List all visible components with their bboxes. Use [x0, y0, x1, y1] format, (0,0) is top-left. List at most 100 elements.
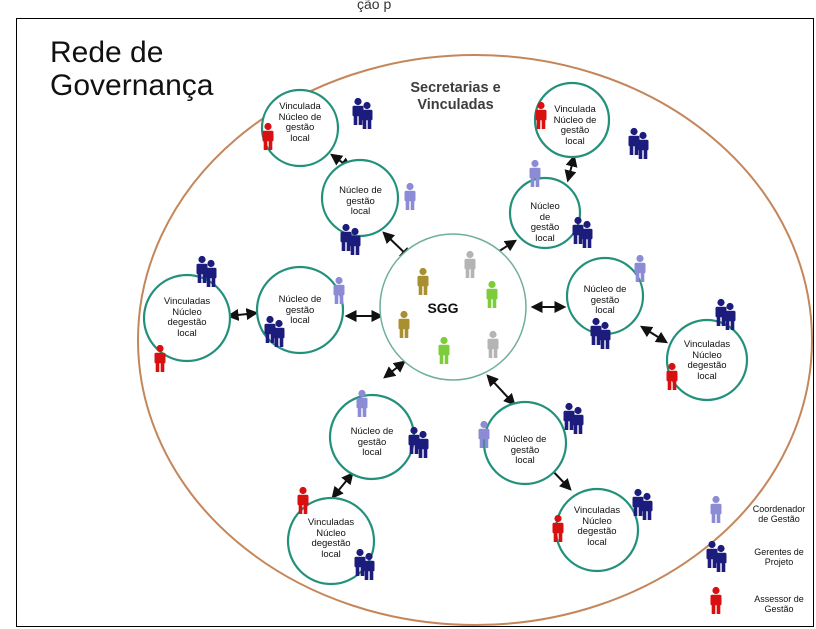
gerentes-icon	[564, 403, 584, 434]
page-top-fragment: ção p	[0, 0, 816, 18]
gerentes-icon	[633, 489, 653, 520]
page-top-text: ção p	[357, 0, 392, 12]
node-label-line: gestão	[357, 436, 387, 448]
node-label-line: Núcleo de	[553, 114, 597, 126]
node-label-line: Vinculada	[279, 101, 321, 112]
node-label-vinc-bottom-right: Vinculadas Núcleo degestão local	[562, 505, 632, 548]
coordenador-icon	[634, 254, 646, 282]
arrow	[226, 308, 259, 321]
node-label-line: Núcleo	[692, 349, 722, 361]
node-label-line: gestão	[560, 125, 590, 136]
node-label-line: Vinculadas	[163, 296, 211, 307]
node-label-line: degestão	[311, 538, 351, 549]
node-label-line: Núcleo	[530, 201, 560, 212]
node-label-nucleo-right: Núcleo de gestão local	[575, 284, 635, 317]
node-label-line: gestão	[510, 444, 540, 456]
legend-label-line: Projeto	[764, 557, 794, 567]
legend-gerentes-label: Gerentes de Projeto	[744, 547, 814, 567]
node-label-line: local	[350, 206, 371, 217]
diagram-title: Rede de Governança	[50, 36, 213, 102]
node-label-line: local	[565, 135, 585, 147]
diagram-frame	[16, 18, 814, 627]
legend-coordenador-label: Coordenador de Gestão	[744, 504, 814, 524]
legend-coordenador-icon	[710, 495, 722, 523]
node-label-vinc-top-right: Vinculada Núcleo de gestão local	[545, 104, 605, 147]
node-circle-vinc-top-left	[260, 88, 340, 168]
node-label-vinc-left: Vinculadas Núcleo degestão local	[152, 296, 222, 339]
node-label-line: Núcleo	[172, 306, 202, 318]
legend-label-line: de Gestão	[758, 514, 800, 524]
node-circle-vinc-bottom-left	[286, 496, 376, 586]
node-circle-nucleo-upper-left	[320, 158, 400, 238]
arrow	[331, 472, 354, 499]
arrow	[486, 374, 516, 406]
node-label-line: local	[177, 327, 197, 339]
node-label-line: local	[595, 305, 615, 316]
node-label-line: Núcleo de	[278, 111, 322, 123]
node-label-line: Núcleo de	[583, 284, 627, 295]
node-label-nucleo-left: Núcleo de gestão local	[270, 294, 330, 327]
gerentes-icon	[409, 427, 429, 458]
node-circle-vinc-right	[665, 318, 749, 402]
node-label-line: gestão	[530, 222, 560, 233]
node-label-line: gestão	[346, 195, 375, 207]
legend-label-line: Assessor de	[754, 594, 804, 604]
legend-assessor-icon	[710, 586, 722, 614]
legend-assessor-label: Assessor de Gestão	[744, 594, 814, 614]
legend-gerentes-icon	[707, 541, 727, 572]
arrow	[639, 325, 669, 344]
node-label-line: Núcleo de	[350, 426, 394, 437]
title-line-1: Rede de	[50, 36, 164, 69]
legend-icons	[707, 495, 727, 614]
node-label-line: local	[290, 132, 310, 144]
subtitle-line-1: Secretarias e	[410, 80, 501, 96]
node-label-line: local	[535, 232, 555, 244]
gerentes-icon	[629, 128, 649, 159]
legend-label-line: Gerentes de	[754, 547, 804, 557]
legend-label-line: Gestão	[764, 604, 794, 614]
node-label-line: degestão	[577, 526, 617, 537]
node-label-line: degestão	[687, 360, 727, 371]
node-label-line: gestão	[590, 294, 620, 306]
node-label-line: local	[515, 455, 535, 466]
node-label-line: Vinculadas	[307, 517, 355, 528]
node-label-line: Vinculada	[554, 104, 596, 115]
node-circle-nucleo-lower-right	[482, 400, 568, 486]
gerentes-icon	[573, 217, 593, 248]
node-circle-vinc-left	[142, 273, 232, 363]
legend-label-line: Coordenador	[752, 504, 806, 514]
arrow	[383, 360, 406, 379]
node-label-line: de	[539, 211, 551, 223]
sgg-label: SGG	[427, 300, 459, 316]
gerentes-icon	[353, 98, 373, 129]
node-label-line: Vinculadas	[683, 339, 731, 350]
node-label-line: local	[697, 370, 717, 382]
node-label-line: Núcleo de	[339, 185, 382, 196]
coordenador-icon	[404, 182, 416, 210]
node-label-nucleo-upper-left: Núcleo de gestão local	[333, 185, 388, 218]
node-label-line: Núcleo de	[278, 294, 322, 305]
node-label-line: gestão	[285, 122, 315, 133]
title-line-2: Governança	[50, 69, 214, 102]
node-label-line: gestão	[285, 304, 315, 316]
subtitle-line-2: Vinculadas	[417, 97, 494, 113]
node-label-vinc-top-left: Vinculada Núcleo de gestão local	[270, 101, 330, 144]
node-label-line: local	[587, 536, 607, 548]
node-label-line: Vinculadas	[573, 505, 621, 516]
node-label-line: local	[362, 447, 382, 458]
node-circle-vinc-top-right	[533, 81, 611, 159]
node-label-nucleo-lower-left: Núcleo de gestão local	[342, 426, 402, 459]
diagram-subtitle: Secretarias e Vinculadas	[393, 80, 518, 114]
node-label-line: degestão	[167, 317, 207, 328]
node-circle-nucleo-upper-right	[508, 176, 582, 250]
node-label-vinc-right: Vinculadas Núcleo degestão local	[677, 339, 737, 382]
outer-ellipse	[137, 54, 813, 626]
node-label-line: Núcleo	[316, 527, 346, 539]
arrow	[564, 154, 578, 183]
node-label-nucleo-upper-right: Núcleo de gestão local	[520, 201, 570, 244]
node-label-line: local	[321, 548, 341, 560]
node-label-line: Núcleo	[582, 515, 612, 527]
node-label-vinc-bottom-left: Vinculadas Núcleo degestão local	[296, 517, 366, 560]
